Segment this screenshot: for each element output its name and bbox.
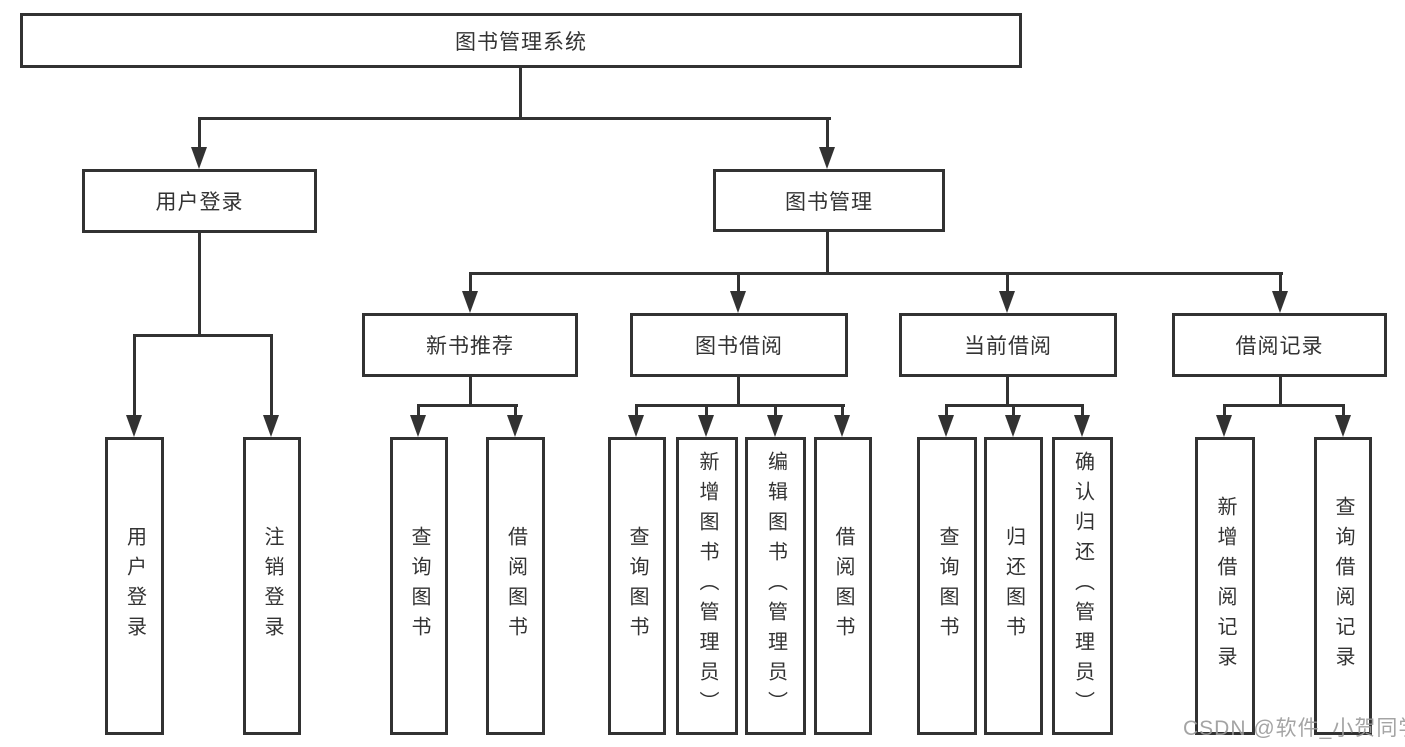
connector-drop-leaf [774, 404, 777, 417]
arrow-down-icon [819, 147, 835, 169]
connector-group2-stem [737, 377, 740, 407]
arrow-down-icon [126, 415, 142, 437]
arrow-down-icon [767, 415, 783, 437]
arrow-down-icon [410, 415, 426, 437]
arrow-down-icon [698, 415, 714, 437]
leaf-label: 查询图书 [408, 526, 430, 646]
leaf-query-book-1: 查询图书 [390, 437, 448, 735]
node-new-book-recommend: 新书推荐 [362, 313, 578, 377]
leaf-logout: 注销登录 [243, 437, 301, 735]
leaf-label: 确认归还（管理员） [1071, 451, 1094, 721]
leaf-query-book-3: 查询图书 [917, 437, 977, 735]
connector-group1-rail [417, 404, 518, 407]
connector-drop-leaf [705, 404, 708, 417]
arrow-down-icon [263, 415, 279, 437]
leaf-return-book: 归还图书 [984, 437, 1043, 735]
leaf-label: 借阅图书 [504, 526, 527, 646]
arrow-down-icon [938, 415, 954, 437]
arrow-down-icon [730, 291, 746, 313]
node-root: 图书管理系统 [20, 13, 1022, 68]
connector-drop-leaf [635, 404, 638, 417]
leaf-label: 借阅图书 [832, 526, 854, 646]
node-book-management: 图书管理 [713, 169, 945, 232]
connector-drop-leaf [841, 404, 844, 417]
connector-root-stem [519, 68, 522, 120]
leaf-label: 用户登录 [123, 526, 146, 646]
leaf-label: 编辑图书（管理员） [764, 451, 787, 721]
arrow-down-icon [834, 415, 850, 437]
leaf-label: 新增借阅记录 [1214, 496, 1236, 676]
leaf-label: 归还图书 [1002, 526, 1025, 646]
arrow-down-icon [1005, 415, 1021, 437]
arrow-down-icon [1335, 415, 1351, 437]
connector-drop-user-login [198, 117, 201, 149]
connector-drop-current-borrow [1006, 272, 1009, 292]
connector-drop-new-book-recommend [469, 272, 472, 292]
connector-drop-leaf [945, 404, 948, 417]
arrow-down-icon [507, 415, 523, 437]
connector-level3-rail [469, 272, 1283, 275]
connector-level2-rail [198, 117, 831, 120]
watermark: CSDN @软件_小贺同学 [1183, 717, 1405, 740]
connector-group3-stem [1006, 377, 1009, 407]
connector-user-login-rail [133, 334, 273, 337]
connector-user-login-stem [198, 233, 201, 336]
connector-drop-book-borrow [737, 272, 740, 292]
connector-drop-leaf [1223, 404, 1226, 417]
connector-group4-stem [1279, 377, 1282, 407]
arrow-down-icon [1216, 415, 1232, 437]
connector-drop-leaf [1012, 404, 1015, 417]
connector-drop-leaf [1342, 404, 1345, 417]
connector-group4-rail [1223, 404, 1345, 407]
connector-drop-leaf-user-login [133, 334, 136, 417]
connector-group2-rail [635, 404, 845, 407]
leaf-label: 查询借阅记录 [1332, 496, 1354, 676]
leaf-label: 查询图书 [626, 526, 648, 646]
node-user-login: 用户登录 [82, 169, 317, 233]
arrow-down-icon [628, 415, 644, 437]
leaf-edit-book-admin: 编辑图书（管理员） [745, 437, 806, 735]
arrow-down-icon [462, 291, 478, 313]
connector-drop-leaf [1081, 404, 1084, 417]
arrow-down-icon [999, 291, 1015, 313]
connector-drop-borrow-record [1279, 272, 1282, 292]
leaf-borrow-book-2: 借阅图书 [814, 437, 872, 735]
leaf-confirm-return-admin: 确认归还（管理员） [1052, 437, 1113, 735]
arrow-down-icon [1074, 415, 1090, 437]
leaf-add-book-admin: 新增图书（管理员） [676, 437, 738, 735]
leaf-add-borrow-record: 新增借阅记录 [1195, 437, 1255, 735]
arrow-down-icon [1272, 291, 1288, 313]
node-current-borrow: 当前借阅 [899, 313, 1117, 377]
connector-drop-leaf-logout [270, 334, 273, 417]
leaf-label: 注销登录 [261, 526, 283, 646]
connector-drop-book-management [826, 117, 829, 149]
leaf-label: 查询图书 [936, 526, 958, 646]
leaf-query-borrow-record: 查询借阅记录 [1314, 437, 1372, 735]
leaf-borrow-book-1: 借阅图书 [486, 437, 545, 735]
connector-group1-stem [469, 377, 472, 407]
connector-drop-leaf [417, 404, 420, 417]
node-borrow-record: 借阅记录 [1172, 313, 1387, 377]
connector-book-management-stem [826, 232, 829, 275]
leaf-user-login: 用户登录 [105, 437, 164, 735]
leaf-label: 新增图书（管理员） [696, 451, 718, 721]
leaf-query-book-2: 查询图书 [608, 437, 666, 735]
connector-drop-leaf [514, 404, 517, 417]
arrow-down-icon [191, 147, 207, 169]
node-book-borrow: 图书借阅 [630, 313, 848, 377]
